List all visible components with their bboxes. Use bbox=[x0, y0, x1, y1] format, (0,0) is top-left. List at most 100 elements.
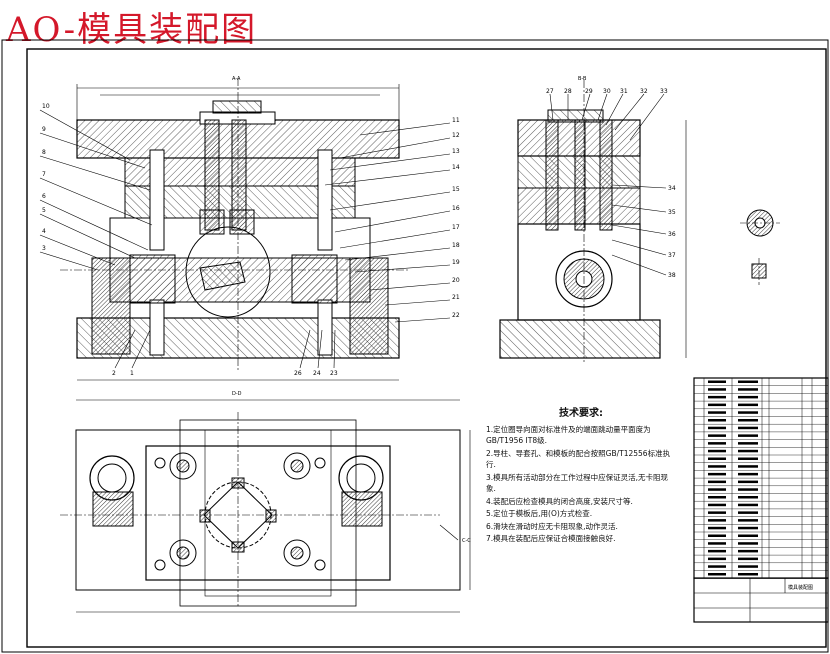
svg-text:32: 32 bbox=[640, 88, 648, 95]
tech-requirement-item: 1.定位圈导向面对标准件及的端面跳动量平面度为GB/T1956 IT8级. bbox=[486, 424, 651, 446]
tech-requirement-item: 5.定位于模板后,用(O)方式检查. bbox=[486, 509, 593, 518]
svg-text:1: 1 bbox=[130, 370, 134, 377]
part-labels-right-side: 34 35 36 37 38 bbox=[611, 184, 676, 279]
parts-list-entry bbox=[708, 442, 726, 445]
svg-text:2: 2 bbox=[112, 370, 116, 377]
parts-list-entry bbox=[708, 480, 726, 484]
section-d-d-label: D-D bbox=[232, 391, 242, 397]
svg-text:20: 20 bbox=[452, 277, 460, 284]
svg-text:15: 15 bbox=[452, 186, 460, 193]
parts-list-entry bbox=[708, 542, 726, 545]
parts-list-entry bbox=[738, 395, 758, 399]
parts-list-entry bbox=[738, 549, 758, 553]
svg-text:30: 30 bbox=[603, 88, 611, 95]
section-c-c-label: C-C bbox=[462, 538, 471, 544]
parts-list-entry bbox=[738, 419, 758, 422]
part-labels-middle: 11 12 13 14 15 16 17 18 19 20 21 22 bbox=[452, 117, 460, 319]
parts-list-entry bbox=[738, 534, 758, 537]
parts-list-entry bbox=[708, 488, 726, 491]
parts-list-entry bbox=[738, 573, 758, 576]
svg-text:3: 3 bbox=[42, 245, 46, 252]
parts-list-entry bbox=[708, 388, 726, 391]
svg-text:13: 13 bbox=[452, 148, 460, 155]
parts-list-entry bbox=[708, 496, 726, 499]
tech-requirement-item: 6.滑块在滑动时应无卡阻现象,动作灵活. bbox=[486, 521, 618, 531]
parts-list-entry bbox=[738, 442, 758, 445]
parts-list-entry bbox=[738, 388, 758, 391]
section-b-b-label: B-B bbox=[578, 76, 587, 82]
parts-list-entry bbox=[738, 411, 758, 414]
svg-text:24: 24 bbox=[313, 370, 321, 377]
parts-list-entry bbox=[708, 534, 726, 537]
svg-text:6: 6 bbox=[42, 193, 46, 200]
svg-text:31: 31 bbox=[620, 88, 628, 95]
part-labels-bottom: 2 1 26 24 23 bbox=[112, 329, 338, 377]
parts-list-entry bbox=[738, 496, 758, 499]
svg-text:5: 5 bbox=[42, 207, 46, 214]
tech-requirement-item: 2.导柱、导套孔、和模板的配合按照GB/T12556标准执行. bbox=[486, 448, 671, 470]
svg-text:17: 17 bbox=[452, 224, 460, 231]
parts-list-entry bbox=[738, 488, 758, 491]
parts-list-entry bbox=[708, 549, 726, 553]
part-labels-left: 10 9 8 7 6 5 4 3 bbox=[42, 103, 50, 252]
parts-list-entry bbox=[708, 457, 726, 460]
svg-text:23: 23 bbox=[330, 370, 338, 377]
parts-list-entry bbox=[708, 403, 726, 407]
parts-list-entry bbox=[708, 503, 726, 507]
parts-list-entry bbox=[738, 557, 758, 561]
svg-text:29: 29 bbox=[585, 88, 593, 95]
svg-text:34: 34 bbox=[668, 185, 676, 192]
leader-lines-left bbox=[39, 109, 153, 271]
svg-text:18: 18 bbox=[452, 242, 460, 249]
svg-text:12: 12 bbox=[452, 132, 460, 139]
parts-list-entry bbox=[738, 449, 758, 453]
section-a-a-view: A-A bbox=[60, 76, 410, 381]
parts-list-entry bbox=[738, 503, 758, 507]
parts-list-entry bbox=[738, 519, 758, 522]
parts-list-entry bbox=[708, 557, 726, 561]
parts-list-entry bbox=[708, 411, 726, 414]
svg-text:14: 14 bbox=[452, 164, 460, 171]
parts-list-entry bbox=[708, 511, 726, 514]
sheet-frame bbox=[1, 39, 829, 653]
detail-views bbox=[740, 209, 780, 285]
technical-requirements: 技术要求: 1.定位圈导向面对标准件及的端面跳动量平面度为GB/T1956 IT… bbox=[486, 408, 676, 546]
svg-text:16: 16 bbox=[452, 205, 460, 212]
parts-list-entry bbox=[708, 449, 726, 453]
svg-text:38: 38 bbox=[668, 272, 676, 279]
svg-text:33: 33 bbox=[660, 88, 668, 95]
part-labels-right-top: 27 28 29 30 31 32 33 bbox=[546, 88, 668, 141]
parts-list-entry bbox=[738, 480, 758, 484]
parts-list-entry bbox=[708, 426, 726, 430]
title-block: 模具装配图 bbox=[693, 577, 829, 623]
parts-list-entry bbox=[738, 380, 758, 383]
parts-list-entry bbox=[708, 573, 726, 576]
parts-list-entry bbox=[738, 434, 758, 437]
svg-text:22: 22 bbox=[452, 312, 460, 319]
tech-requirement-item: 3.模具所有活动部分在工作过程中应保证灵活,无卡阻现象. bbox=[486, 472, 669, 494]
parts-list-entry bbox=[708, 472, 726, 476]
parts-list-entry bbox=[738, 542, 758, 545]
svg-text:37: 37 bbox=[668, 252, 676, 259]
svg-text:7: 7 bbox=[42, 171, 46, 178]
parts-list-entry bbox=[738, 403, 758, 407]
parts-list-entry bbox=[708, 519, 726, 522]
parts-list-entry bbox=[708, 565, 726, 568]
parts-list-entry bbox=[708, 419, 726, 422]
svg-text:10: 10 bbox=[42, 103, 50, 110]
svg-text:27: 27 bbox=[546, 88, 554, 95]
svg-text:35: 35 bbox=[668, 209, 676, 216]
parts-list-entry bbox=[708, 395, 726, 399]
section-plan-view: D-D C-C bbox=[60, 391, 471, 613]
svg-text:36: 36 bbox=[668, 231, 676, 238]
svg-text:11: 11 bbox=[452, 117, 460, 124]
title-block-drawing-name: 模具装配图 bbox=[788, 584, 813, 591]
parts-list-entry bbox=[708, 434, 726, 437]
parts-list-entry bbox=[738, 526, 758, 530]
parts-list-entry bbox=[708, 380, 726, 383]
svg-text:9: 9 bbox=[42, 126, 46, 133]
parts-list-entry bbox=[738, 426, 758, 430]
svg-text:8: 8 bbox=[42, 149, 46, 156]
svg-text:4: 4 bbox=[42, 228, 46, 235]
